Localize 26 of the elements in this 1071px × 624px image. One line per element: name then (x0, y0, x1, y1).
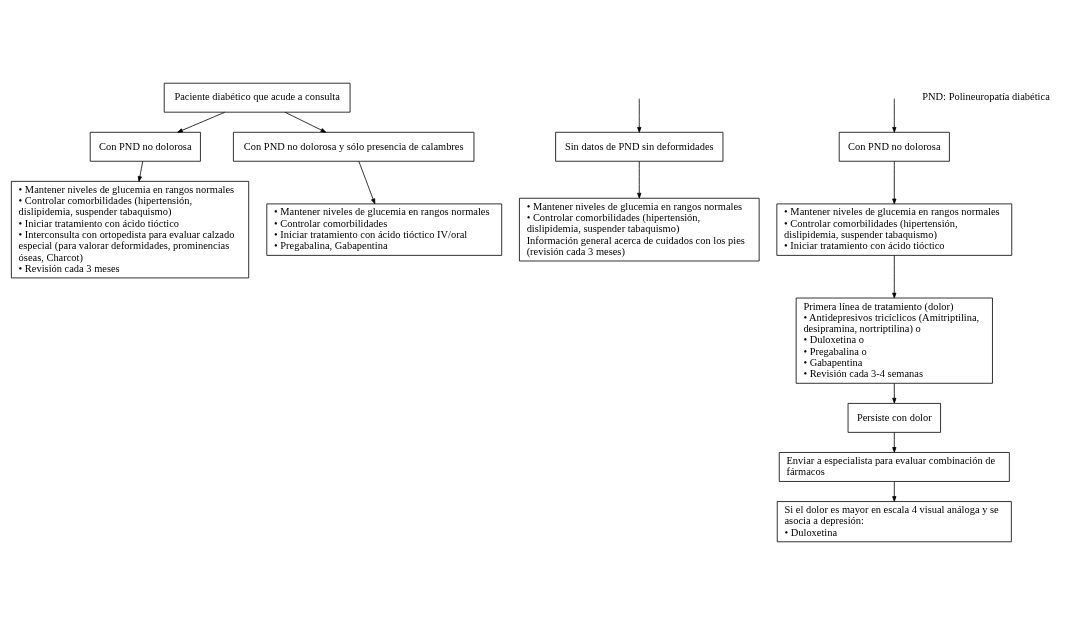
arrow (637, 97, 642, 133)
node-box: • Mantener niveles de glucemia en rangos normales • Controlar comorbilidades (hipertensión, dislipidemia, suspender tabaquismo) Información general acerca de cuidados con los pies (revisión cada 3 meses) (519, 197, 760, 261)
node-box: • Mantener niveles de glucemia en rangos normales • Controlar comorbilidades • Iniciar tratamiento con ácido tióctico IV/oral • Pregabalina, Gabapentina (266, 203, 503, 256)
node-box: Primera línea de tratamiento (dolor) • Antidepresivos tricíclicos (Amitriptilina, desipramina, nortriptilina) o • Duloxetina o • Pregabalina o • Gabapentina • Revisión cada 3-4 semanas (795, 297, 993, 384)
arrow (358, 160, 376, 204)
node-box: Persiste con dolor (847, 402, 941, 433)
arrow (892, 480, 897, 502)
arrow (637, 160, 642, 198)
node-box: Paciente diabético que acude a consulta (163, 82, 351, 113)
arrow (892, 382, 897, 403)
arrow (892, 97, 897, 133)
arrow (137, 160, 144, 182)
node-box: Con PND no dolorosa (89, 131, 201, 162)
node-box: Enviar a especialista para evaluar combinación de fármacos (778, 451, 1010, 482)
arrow (177, 111, 226, 133)
node-box: Con PND no dolorosa (838, 131, 950, 162)
node-box: • Mantener niveles de glucemia en rangos normales • Controlar comorbilidades (hipertensión, dislipidemia, suspender tabaquismo) • Iniciar tratamiento con ácido tióctico (776, 203, 1013, 256)
node-box: Si el dolor es mayor en escala 4 visual análoga y se asocia a depresión: • Duloxetina (776, 500, 1012, 542)
node-box: Con PND no dolorosa y sólo presencia de calambres (233, 131, 475, 162)
node-box: • Mantener niveles de glucemia en rangos normales • Controlar comorbilidades (hipertensión, dislipidemia, suspender tabaquismo) • Iniciar tratamiento con ácido tióctico • Interconsulta con ortopedista para evaluar calzado especial (para valorar deformidades, prominencias óseas, Charcot) • Revisión cada 3 meses (10, 180, 250, 278)
node-box: Sin datos de PND sin deformidades (555, 131, 724, 162)
arrow (892, 254, 897, 298)
arrow (284, 111, 327, 133)
arrow (892, 160, 897, 204)
arrow (892, 431, 897, 453)
label: PND: Polineuropatía diabética (922, 90, 1050, 102)
